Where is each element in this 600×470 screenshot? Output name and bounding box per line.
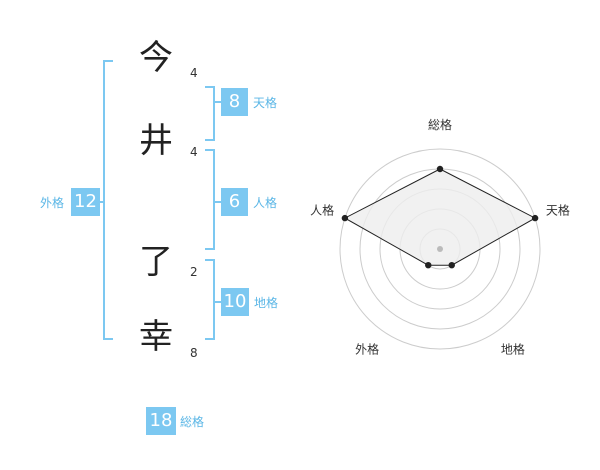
- radar-axis-label-1: 総格: [428, 117, 452, 132]
- stroke-count-4: 8: [190, 346, 198, 360]
- radar-grid-ring-5: [339, 148, 541, 350]
- radar-point-1: [436, 165, 444, 173]
- name-char-2: 井: [139, 121, 173, 161]
- chikaku-bracket: [205, 259, 215, 340]
- radar-point-2: [531, 214, 539, 222]
- radar-axis-label-3: 地格: [501, 341, 525, 356]
- radar-center-dot: [437, 246, 443, 252]
- chikaku-value: 10: [221, 288, 249, 316]
- name-char-3: 了: [139, 242, 173, 282]
- chikaku-label: 地格: [254, 296, 279, 310]
- stroke-count-3: 2: [190, 265, 198, 279]
- radar-data-polygon: [343, 168, 537, 266]
- radar-point-5: [341, 214, 349, 222]
- chikaku-bracket-stub: [215, 301, 221, 303]
- jinkaku-bracket-stub: [215, 201, 221, 203]
- gaikaku-bracket: [103, 60, 113, 340]
- tenkaku-bracket-stub: [215, 101, 221, 103]
- radar-axis-label-4: 外格: [355, 341, 379, 356]
- radar-point-4: [425, 261, 432, 269]
- radar-point-3: [448, 261, 455, 269]
- tenkaku-value: 8: [221, 88, 248, 116]
- gaikaku-value: 12: [71, 188, 100, 216]
- stroke-count-1: 4: [190, 66, 198, 80]
- jinkaku-bracket: [205, 149, 215, 250]
- name-char-1: 今: [139, 38, 173, 78]
- name-char-4: 幸: [139, 317, 173, 357]
- gaikaku-bracket-stub: [97, 201, 103, 203]
- stroke-count-2: 4: [190, 145, 198, 159]
- gaikaku-label: 外格: [40, 196, 65, 210]
- tenkaku-bracket: [205, 86, 215, 141]
- tenkaku-label: 天格: [253, 96, 278, 110]
- radar-axis-label-2: 天格: [546, 203, 570, 218]
- jinkaku-label: 人格: [253, 196, 278, 210]
- soukaku-value: 18: [146, 407, 176, 435]
- jinkaku-value: 6: [221, 188, 248, 216]
- radar-axis-label-5: 人格: [310, 203, 334, 218]
- soukaku-label: 総格: [180, 415, 205, 429]
